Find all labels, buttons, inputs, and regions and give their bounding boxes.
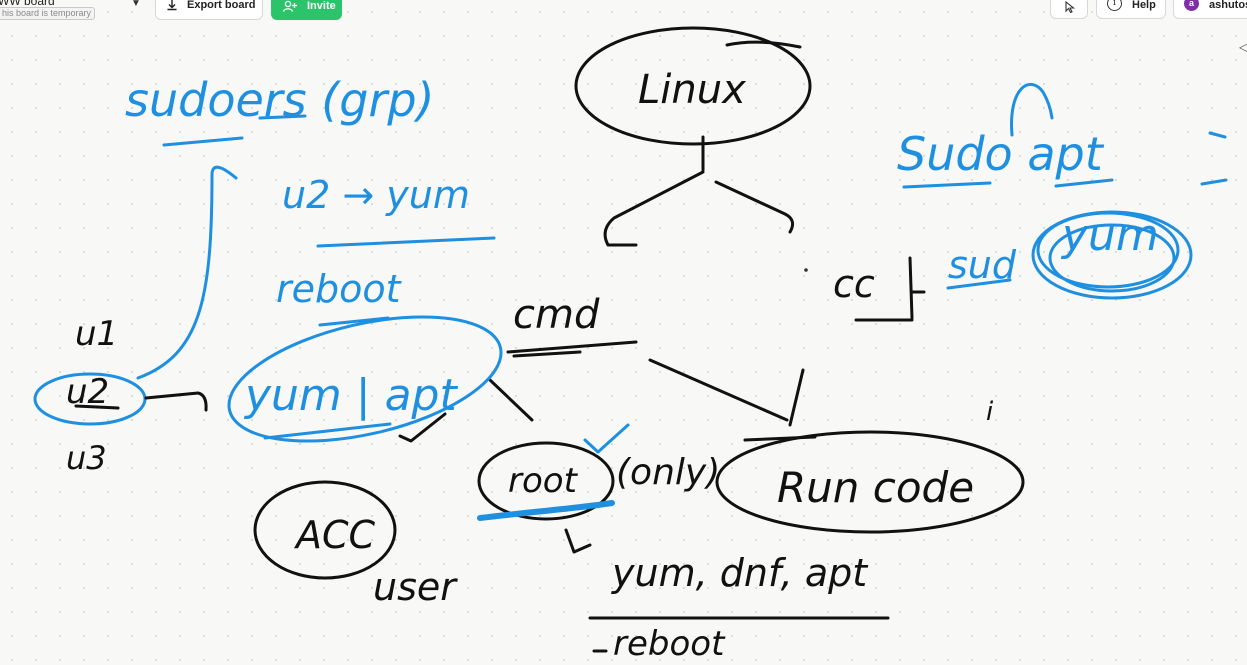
root-underline-thick	[477, 500, 615, 521]
run-code-ellipse	[715, 430, 1025, 534]
yum-circle-3	[1048, 223, 1176, 293]
linux-label: Linux	[638, 67, 746, 113]
sud-label: sud	[948, 243, 1017, 287]
user-name: ashutosh	[1209, 0, 1247, 11]
yum-circled-label: yum	[1060, 210, 1159, 261]
board-name[interactable]: WW board	[0, 0, 55, 8]
cursor-icon	[1065, 1, 1076, 13]
u2-underline	[74, 404, 120, 410]
cmd-underline-1	[506, 340, 638, 354]
only-label: (only)	[616, 452, 720, 493]
acc-ellipse	[253, 480, 397, 580]
user-menu-button[interactable]: a ashutosh	[1173, 0, 1247, 19]
cc-label: cc	[833, 262, 875, 306]
arrow-u2-to-yum	[144, 391, 208, 412]
export-board-button[interactable]: Export board	[155, 0, 263, 20]
yum-apt-tick	[398, 412, 447, 443]
top-toolbar: WW board his board is temporary ▼ Export…	[0, 0, 1247, 54]
root-arrow-down	[564, 528, 592, 554]
user-label: user	[373, 565, 458, 609]
sud-underline	[946, 278, 1012, 290]
info-icon: i	[1107, 0, 1122, 11]
run-code-label: Run code	[777, 463, 974, 512]
yum-apt-underline	[263, 422, 392, 440]
stray-i-mark: i	[986, 397, 994, 427]
avatar: a	[1184, 0, 1199, 11]
help-label: Help	[1132, 0, 1156, 11]
cursor-button[interactable]	[1050, 0, 1088, 19]
root-check-mark	[583, 423, 630, 454]
left-branch-arrow	[603, 170, 705, 247]
invite-button[interactable]: Invite	[271, 0, 342, 20]
u2-yum-label: u2 → yum	[282, 173, 470, 217]
arrow-to-run-code	[648, 358, 789, 422]
temporary-board-badge: his board is temporary	[0, 7, 96, 20]
stray-dot	[804, 268, 808, 272]
right-edge-mark-2	[1200, 178, 1228, 186]
u2-label: u2	[66, 372, 109, 412]
collapse-arrow-icon[interactable]: ◁	[1239, 40, 1247, 54]
invite-label: Invite	[307, 0, 336, 12]
sudo-apt-label: Sudo apt	[897, 127, 1105, 181]
u2-to-sudoers-arrow	[136, 165, 238, 380]
chevron-down-icon[interactable]: ▼	[131, 0, 141, 9]
yum-apt-ellipse	[227, 315, 503, 443]
download-icon	[167, 0, 177, 11]
right-edge-mark-1	[1208, 131, 1227, 139]
root-label: root	[508, 461, 579, 501]
help-button[interactable]: i Help	[1096, 0, 1166, 19]
u2-yum-underline	[316, 236, 496, 248]
sudoers-underline	[162, 136, 244, 147]
yum-apt-label: yum | apt	[243, 370, 458, 421]
yum-to-root-line	[488, 378, 534, 422]
sudoers-underline-2	[258, 114, 307, 120]
cmd-label: cmd	[513, 292, 600, 338]
reboot-black-label: reboot	[613, 624, 726, 664]
sudo-apt-underline	[902, 178, 1114, 189]
add-user-icon	[282, 0, 297, 12]
yum-dnf-apt-label: yum, dnf, apt	[611, 551, 869, 595]
reboot-blue-label: reboot	[276, 267, 403, 311]
linux-tail-stroke	[725, 40, 802, 49]
u3-label: u3	[66, 439, 107, 477]
sudoers-label: sudoers (grp)	[125, 73, 434, 127]
right-branch-arrow	[714, 180, 795, 234]
root-ellipse	[477, 441, 615, 521]
linux-ellipse	[574, 26, 812, 146]
u1-label: u1	[75, 314, 118, 354]
cmd-underline-2	[512, 350, 582, 358]
cc-bracket	[854, 256, 926, 322]
yum-circle-2	[1036, 211, 1180, 289]
run-code-pointer	[788, 368, 805, 427]
sudo-hook-stroke	[1010, 82, 1054, 137]
export-board-label: Export board	[187, 0, 256, 11]
acc-label: ACC	[293, 513, 376, 557]
